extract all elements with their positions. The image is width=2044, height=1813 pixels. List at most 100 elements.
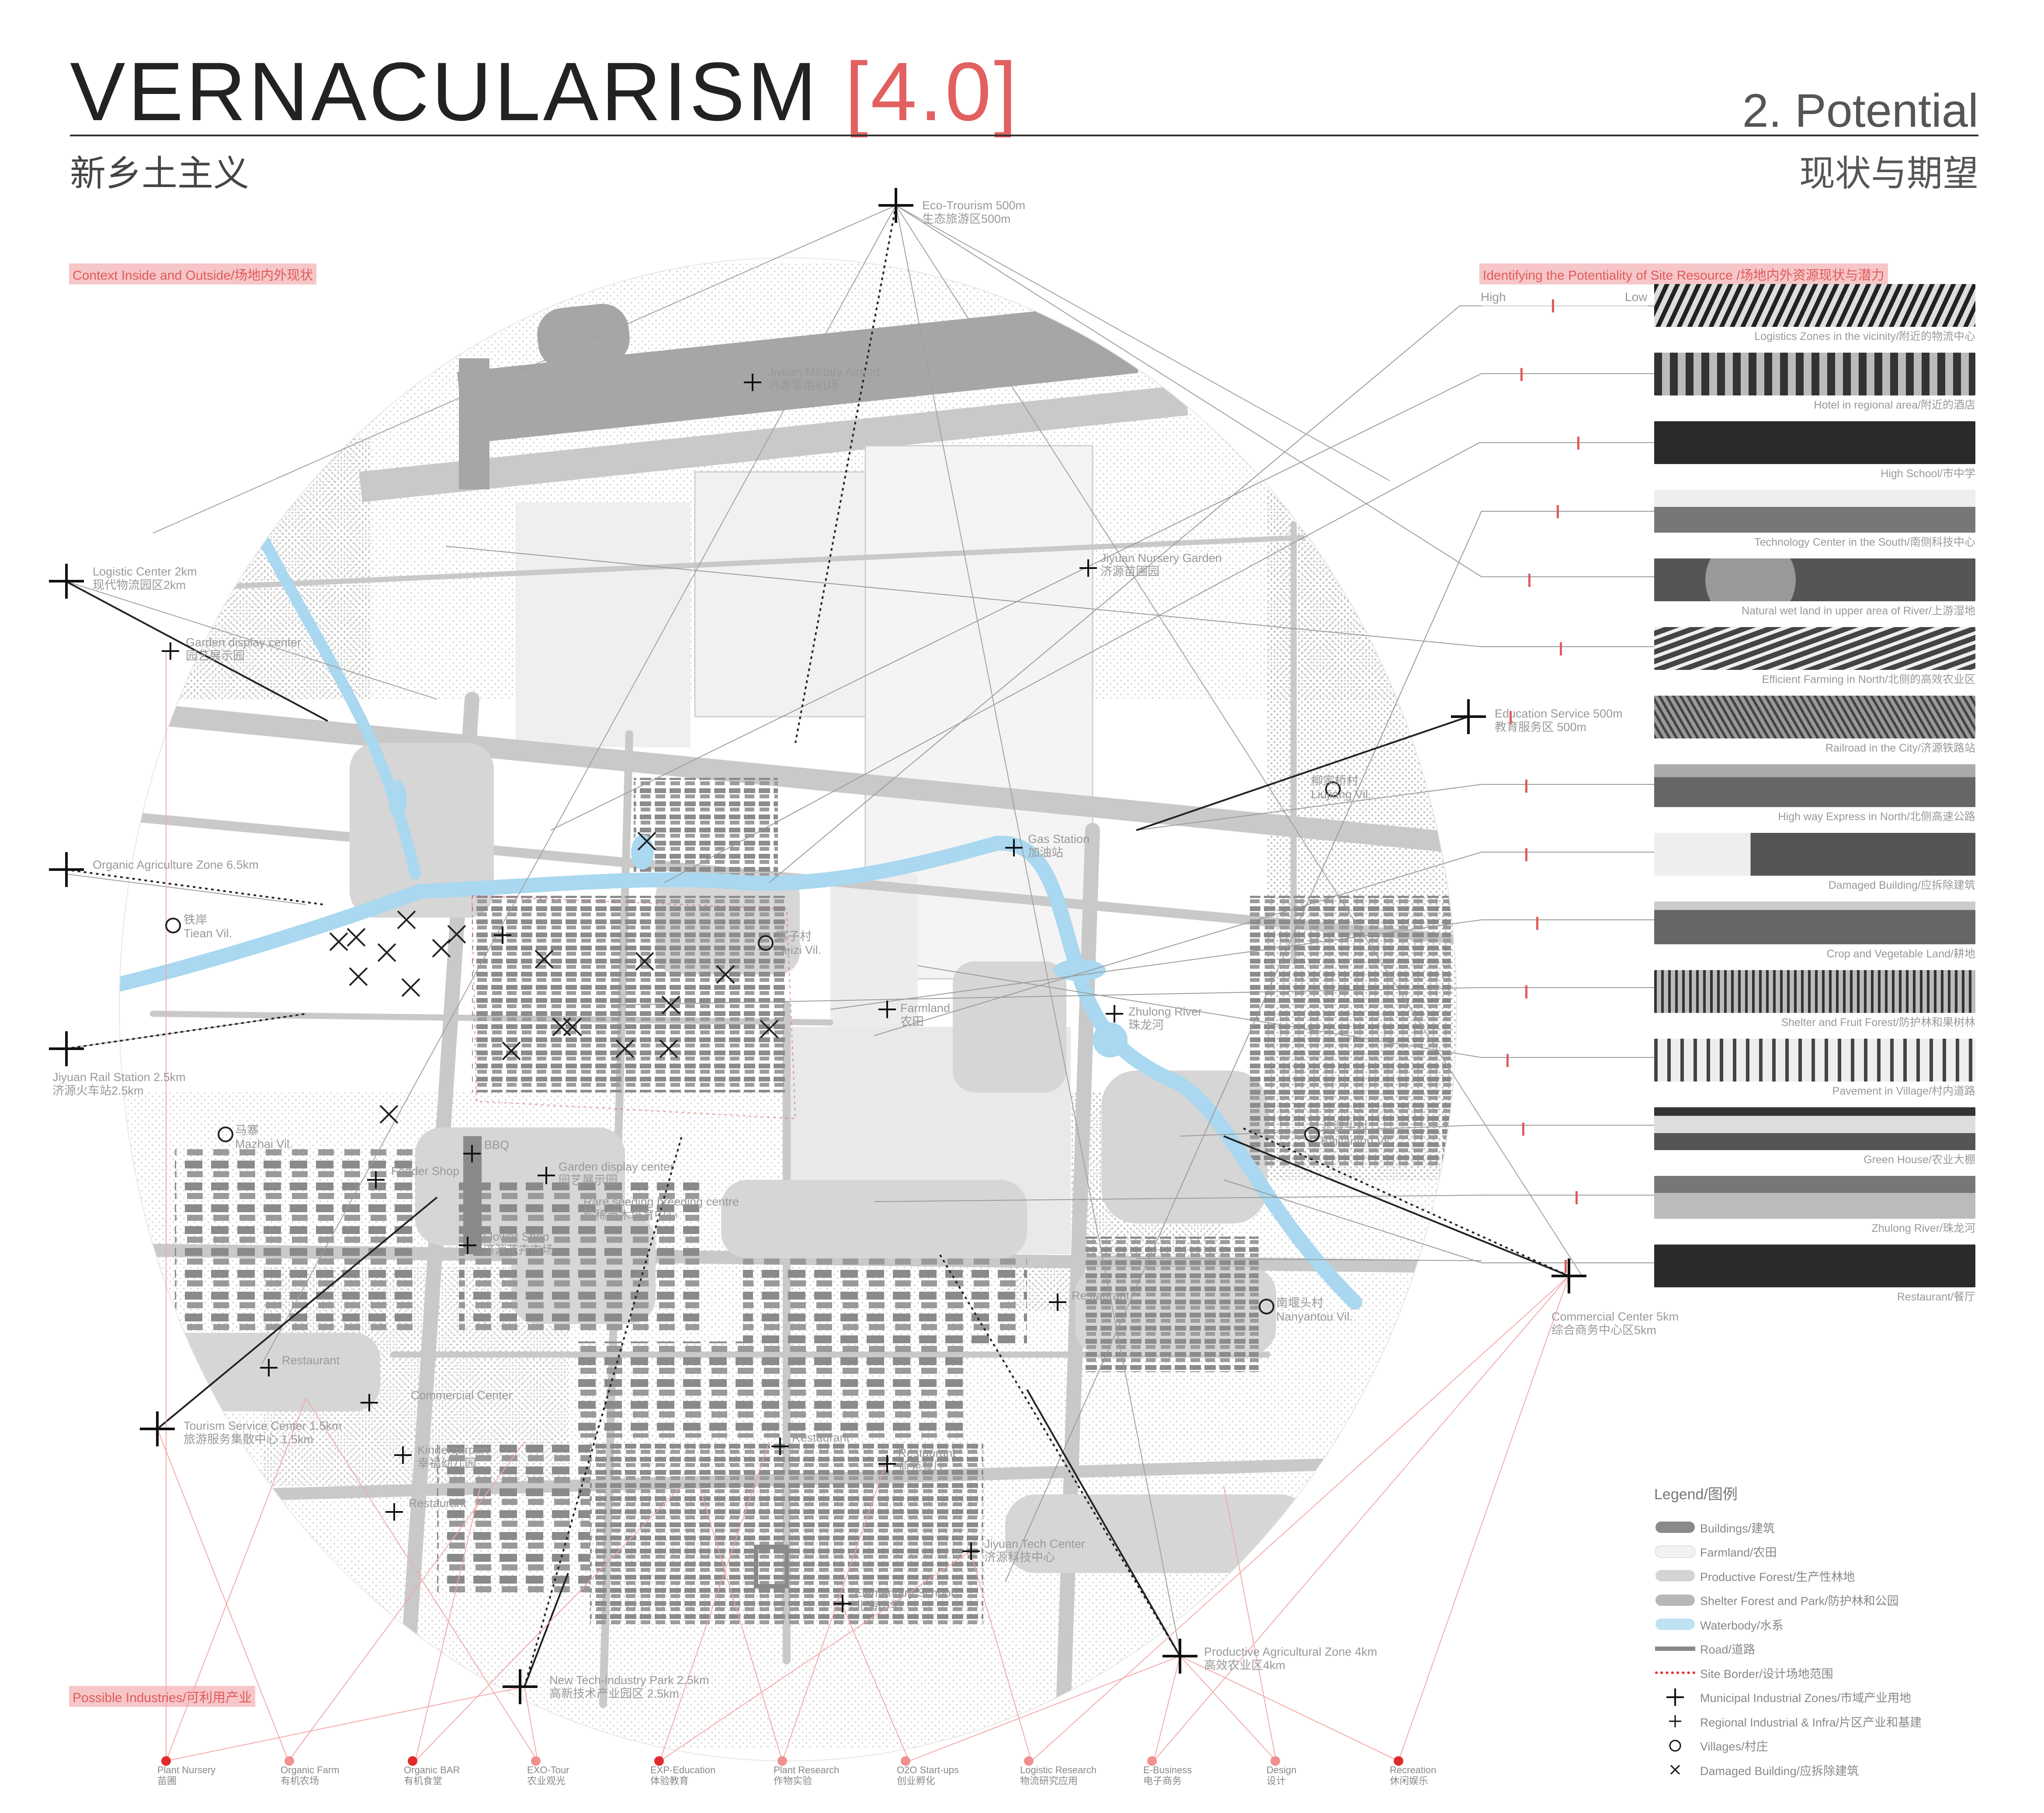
- legend-swatch: [1654, 1688, 1696, 1707]
- legend-swatch: [1654, 1594, 1696, 1606]
- damaged-building-marks: [329, 832, 779, 1124]
- potential-rating-tick: [1576, 1191, 1578, 1204]
- title-main: VERNACULARISM: [70, 45, 819, 138]
- low-label: Low: [1625, 290, 1648, 304]
- potential-rating-tick: [1510, 711, 1512, 724]
- industry-dot: [1147, 1756, 1157, 1766]
- cross-education: [1451, 699, 1486, 734]
- legend-item: Waterbody/水系: [1654, 1615, 1784, 1633]
- label-restaurant-2: Restaurant: [282, 1354, 340, 1367]
- identify-label: Identifying the Potentiality of Site Res…: [1479, 263, 1888, 284]
- legend-label: Waterbody/水系: [1700, 1619, 1784, 1632]
- header-rule: [70, 135, 1978, 136]
- resource-photo: [1654, 558, 1975, 601]
- resource-photo: [1654, 284, 1975, 327]
- potential-rating-tick: [1525, 780, 1527, 793]
- title-version: [4.0]: [845, 45, 1020, 138]
- legend-item: Road/道路: [1654, 1640, 1755, 1657]
- legend-swatch: [1654, 1619, 1696, 1630]
- legend-label: Farmland/农田: [1700, 1546, 1777, 1559]
- industry-dot: [531, 1756, 541, 1766]
- potential-rating-tick: [1565, 1260, 1567, 1273]
- potential-rating-tick: [1577, 437, 1579, 450]
- cross-rail: [49, 1031, 84, 1066]
- resource-photo: [1654, 490, 1975, 533]
- legend-label: Road/道路: [1700, 1643, 1756, 1656]
- industry-dot: [408, 1756, 417, 1766]
- resource-caption: Green House/农业大棚: [1864, 1154, 1975, 1166]
- label-bbq: BBQ: [484, 1138, 510, 1151]
- map-body: [119, 258, 1457, 1761]
- page-title: VERNACULARISM [4.0]: [70, 50, 1020, 133]
- resource-photo: [1654, 1176, 1975, 1219]
- industry-dot: [901, 1756, 910, 1766]
- legend-item: Site Border/设计场地范围: [1654, 1664, 1833, 1681]
- resource-photo: [1654, 1039, 1975, 1082]
- village-circles: [165, 781, 1341, 1314]
- potential-rating-tick: [1528, 574, 1531, 587]
- label-restaurant-4: Restaurant: [792, 1431, 850, 1444]
- resource-photo: [1654, 970, 1975, 1013]
- resource-caption: Technology Center in the South/南侧科技中心: [1754, 536, 1975, 548]
- legend-label: Villages/村庄: [1700, 1740, 1768, 1753]
- dashed-connectors: [65, 205, 1569, 1687]
- resource-caption: Natural wet land in upper area of River/…: [1742, 605, 1975, 617]
- legend-item: Damaged Building/应拆除建筑: [1654, 1761, 1859, 1778]
- legend-label: Damaged Building/应拆除建筑: [1700, 1764, 1859, 1778]
- potential-rating-tick: [1506, 1054, 1509, 1067]
- legend-item: Shelter Forest and Park/防护林和公园: [1654, 1591, 1899, 1609]
- cross-organic: [49, 852, 84, 887]
- legend-swatch: [1654, 1738, 1696, 1754]
- potential-rating-tick: [1525, 848, 1527, 861]
- resource-caption: Restaurant/餐厅: [1897, 1291, 1975, 1303]
- legend-item: Productive Forest/生产性林地: [1654, 1567, 1855, 1584]
- cross-tourism: [140, 1411, 175, 1446]
- legend-label: Regional Industrial & Infra/片区产业和基建: [1700, 1716, 1922, 1729]
- potential-rating-tick: [1522, 1123, 1524, 1136]
- resource-photo: [1654, 1244, 1975, 1287]
- resource-caption: Shelter and Fruit Forest/防护林和果树林: [1781, 1016, 1975, 1029]
- potential-rating-tick: [1525, 985, 1527, 998]
- legend-swatch: [1654, 1545, 1696, 1558]
- resource-caption: Hotel in regional area/附近的酒店: [1814, 399, 1975, 411]
- legend-label: Municipal Industrial Zones/市域产业用地: [1700, 1692, 1912, 1705]
- resource-caption: Efficient Farming in North/北侧的高效农业区: [1762, 673, 1975, 686]
- industrial-connectors: [65, 580, 1569, 1687]
- label-organic-zone: Organic Agriculture Zone 6.5km: [93, 858, 259, 871]
- legend-swatch: [1654, 1570, 1696, 1581]
- resource-caption: High way Express in North/北侧高速公路: [1778, 811, 1975, 823]
- resource-photo: [1654, 421, 1975, 464]
- industry-lines: [157, 651, 1569, 1761]
- legend-item: Regional Industrial & Infra/片区产业和基建: [1654, 1712, 1922, 1730]
- resource-caption: Zhulong River/珠龙河: [1871, 1222, 1975, 1234]
- industry-dot: [285, 1756, 294, 1766]
- label-restaurant-1: Restaurant: [1072, 1289, 1130, 1302]
- legend-label: Buildings/建筑: [1700, 1522, 1775, 1535]
- resource-photo: [1654, 627, 1975, 670]
- legend-swatch: [1654, 1522, 1696, 1533]
- label-fodder: Fodder Shop: [391, 1165, 460, 1178]
- potential-rating-tick: [1520, 368, 1523, 381]
- legend-label: Shelter Forest and Park/防护林和公园: [1700, 1595, 1899, 1608]
- legend-item: Villages/村庄: [1654, 1737, 1768, 1754]
